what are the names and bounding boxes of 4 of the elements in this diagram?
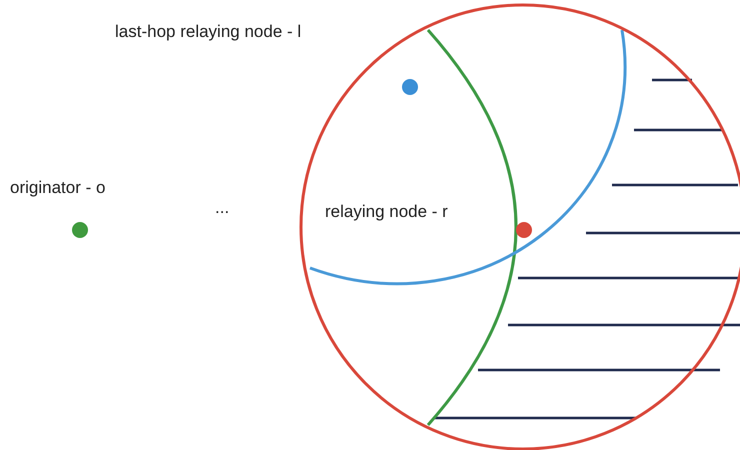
ellipsis-text: ... (215, 198, 230, 218)
node-label: last-hop relaying node - l (115, 22, 302, 42)
node-label: relaying node - r (325, 202, 448, 222)
node-label: originator - o (10, 178, 106, 198)
